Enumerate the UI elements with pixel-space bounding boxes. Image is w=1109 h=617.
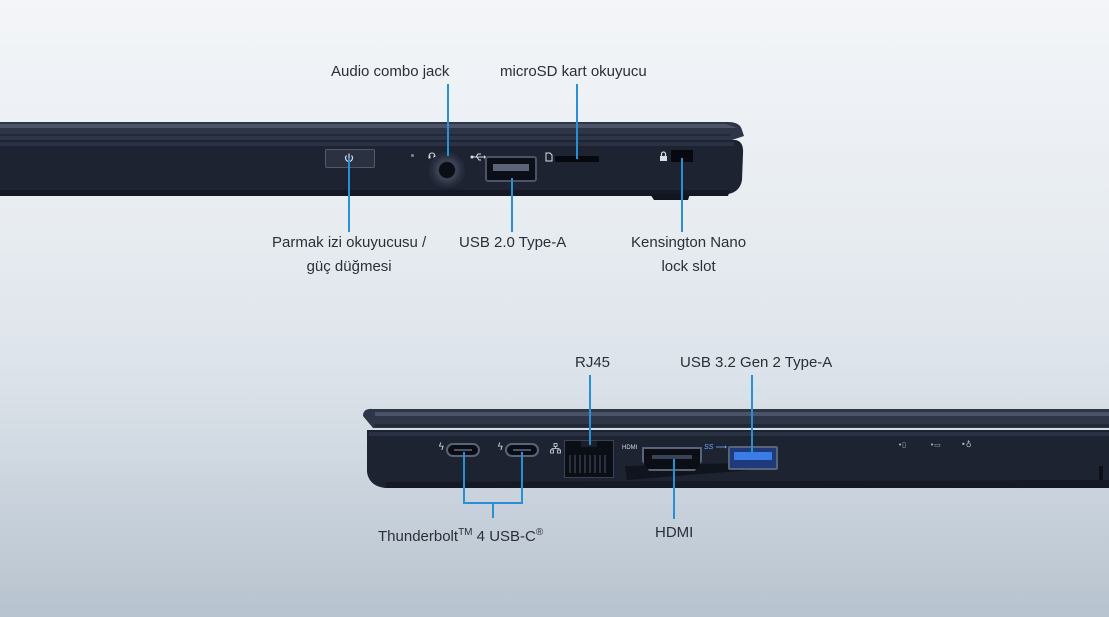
usb-2-port[interactable]	[485, 156, 537, 182]
status-indicator-drive: •▯	[898, 441, 906, 449]
label-fingerprint-line1: Parmak izi okuyucusu /	[272, 234, 427, 251]
label-usb32: USB 3.2 Gen 2 Type-A	[680, 354, 833, 371]
label-fingerprint: Parmak izi okuyucusu / güç düğmesi	[272, 231, 426, 279]
label-microsd: microSD kart okuyucu	[500, 63, 647, 80]
leader-audio	[447, 84, 449, 156]
leader-microsd	[576, 84, 578, 159]
leader-rj45	[589, 375, 591, 445]
hdmi-marking: HDMI	[622, 445, 638, 451]
sd-card-icon	[545, 152, 553, 162]
lock-icon	[660, 151, 667, 161]
label-rj45: RJ45	[575, 354, 611, 371]
label-thunderbolt-reg: ®	[535, 527, 544, 538]
status-indicator-battery: •▭	[930, 441, 941, 449]
kensington-lock-slot[interactable]	[671, 150, 693, 162]
thunderbolt-icon-1: ϟ	[438, 442, 445, 453]
audio-combo-jack[interactable]	[429, 152, 465, 188]
usb-ss-marking: SS	[704, 444, 714, 451]
status-led	[411, 154, 414, 157]
label-hdmi: HDMI	[655, 524, 694, 541]
leader-thunderbolt-1	[463, 452, 465, 504]
leader-usb2	[511, 178, 513, 232]
usb-superspeed-icon: SS	[704, 444, 727, 451]
label-thunderbolt: ThunderboltTM 4 USB-C®	[378, 521, 543, 549]
usb-3-port[interactable]	[728, 446, 778, 470]
label-usb2: USB 2.0 Type-A	[459, 234, 567, 251]
thunderbolt-port-2[interactable]	[505, 443, 539, 457]
microsd-slot[interactable]	[555, 156, 599, 162]
leader-power	[348, 158, 350, 232]
leader-thunderbolt-2	[521, 452, 523, 504]
laptop-left-side-view	[0, 122, 744, 200]
leader-thunderbolt-down	[492, 502, 494, 518]
label-thunderbolt-tm: TM	[458, 527, 473, 538]
label-kensington-line2: lock slot	[661, 258, 716, 275]
label-thunderbolt-rest: 4 USB-C	[472, 528, 536, 545]
hdmi-port[interactable]	[642, 447, 702, 471]
label-thunderbolt-main: Thunderbolt	[378, 528, 459, 545]
leader-usb3	[751, 375, 753, 453]
label-kensington: Kensington Nano lock slot	[631, 231, 746, 279]
label-kensington-line1: Kensington Nano	[631, 234, 747, 251]
network-icon	[550, 443, 561, 454]
leader-hdmi	[673, 459, 675, 519]
thunderbolt-icon-2: ϟ	[497, 442, 504, 453]
hdmi-icon: HDMI	[622, 445, 638, 451]
power-button[interactable]	[325, 149, 375, 168]
leader-kensington	[681, 158, 683, 232]
rj45-port[interactable]	[564, 440, 614, 478]
label-audio-jack: Audio combo jack	[331, 63, 450, 80]
status-indicator-light: •♁	[961, 440, 972, 449]
usb-icon	[470, 153, 486, 161]
label-fingerprint-line2: güç düğmesi	[306, 258, 392, 275]
